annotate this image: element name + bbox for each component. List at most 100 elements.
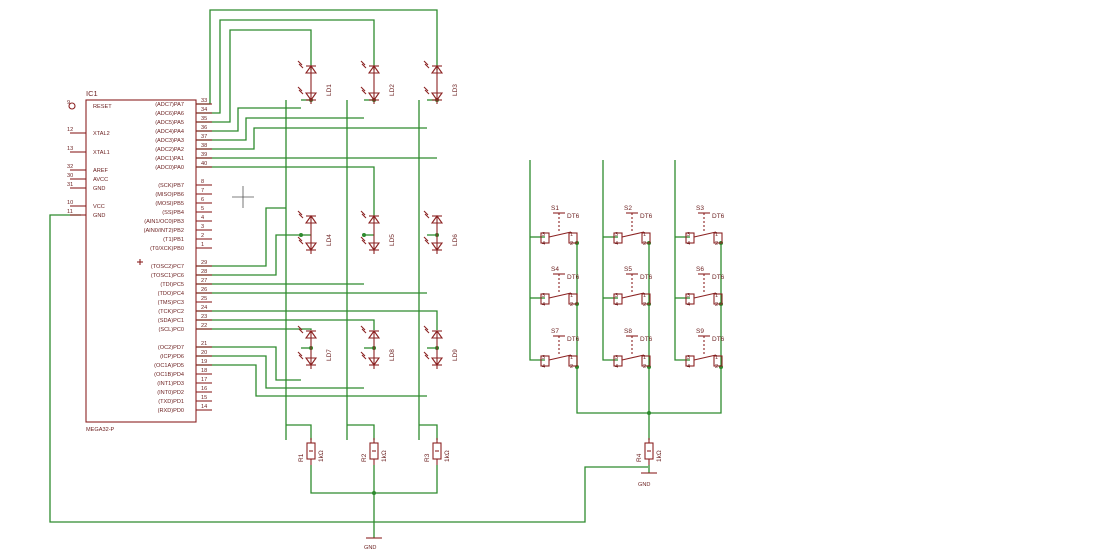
ic-pin-name: (ADC6)PA6: [155, 111, 184, 117]
ic-pin-name: (INT0)PD2: [157, 390, 184, 396]
ic-ref-label: IC1: [86, 89, 98, 98]
switch-ref-label: S5: [624, 266, 632, 273]
switch-pin-label: 2: [643, 302, 646, 308]
ic-pin-number: 12: [67, 127, 73, 133]
ic-pin-name: (ADC7)PA7: [155, 102, 184, 108]
led-label: LD8: [389, 349, 396, 361]
resistor-ref-label: R2: [361, 453, 368, 462]
ic-pin-number: 5: [201, 206, 204, 212]
switch-pin-label: 4: [542, 364, 545, 370]
ic-pin-number: 39: [201, 152, 207, 158]
ic-pin-name: (TMS)PC3: [158, 300, 184, 306]
ic-pin-name: (TDO)PC4: [158, 291, 184, 297]
ic-pin-name: (OC2)PD7: [158, 345, 184, 351]
ic-pin-name: XTAL1: [93, 150, 110, 156]
ic-pin-name: (SCL)PC0: [159, 327, 185, 333]
led-ld5: LD5: [360, 210, 396, 254]
led-label: LD1: [326, 84, 333, 96]
ic-pin-name: VCC: [93, 204, 105, 210]
ic-pin-number: 25: [201, 296, 207, 302]
switch-pin-label: 2: [715, 302, 718, 308]
ic-pin-number: 20: [201, 350, 207, 356]
led-ld9: LD9: [423, 325, 459, 369]
switch-pin-label: 4: [687, 364, 690, 370]
led-label: LD2: [389, 84, 396, 96]
switch-ref-label: S2: [624, 205, 632, 212]
ic-pin-number: 27: [201, 278, 207, 284]
switch-pin-label: 2: [715, 241, 718, 247]
ic-pin-name: XTAL2: [93, 131, 110, 137]
ic-pin-number: 31: [67, 182, 73, 188]
ic-pin-name: AREF: [93, 168, 109, 174]
ic-pin-number: 35: [201, 116, 207, 122]
switch-pin-label: 3: [615, 355, 618, 361]
switch-pin-label: 4: [615, 241, 618, 247]
switch-pin-label: 1: [715, 293, 718, 299]
ic-pin-name: (AIN1/OC0)PB3: [144, 219, 184, 225]
ic-pin-number: 15: [201, 395, 207, 401]
ic-pin-number: 8: [201, 179, 204, 185]
led-label: LD7: [326, 349, 333, 361]
ic-pin-number: 3: [201, 224, 204, 230]
switch-pin-label: 4: [615, 364, 618, 370]
ic-pin-number: 34: [201, 107, 207, 113]
ic-pin-number: 22: [201, 323, 207, 329]
ic-pin-number: 19: [201, 359, 207, 365]
ic-pin-name: (T1)PB1: [163, 237, 184, 243]
ic-pin-number: 30: [67, 173, 73, 179]
resistor-ref-label: R1: [298, 453, 305, 462]
switch-pin-label: 4: [542, 302, 545, 308]
switch-pin-label: 3: [542, 355, 545, 361]
switch-ref-label: S9: [696, 328, 704, 335]
ic-pin-name: (SS)PB4: [162, 210, 184, 216]
switch-pin-label: 3: [687, 293, 690, 299]
ic-right-pins: 33(ADC7)PA734(ADC6)PA635(ADC5)PA536(ADC4…: [144, 98, 212, 414]
switch-pin-label: 1: [643, 355, 646, 361]
ic-pin-number: 37: [201, 134, 207, 140]
ic-pin-name: (ADC3)PA3: [155, 138, 184, 144]
ic-pin-name: (ADC4)PA4: [155, 129, 184, 135]
switch-type-label: DT6: [640, 213, 653, 220]
resistor-ref-label: R3: [424, 453, 431, 462]
switch-ref-label: S1: [551, 205, 559, 212]
switch-type-label: DT6: [567, 274, 580, 281]
ic-pin-name: (ICP)PD6: [160, 354, 184, 360]
ic-pin-name: GND: [93, 213, 105, 219]
ic-pin-name: (TDI)PC5: [160, 282, 184, 288]
ic-pin-number: 36: [201, 125, 207, 131]
ic-pin-name: (MISO)PB6: [155, 192, 184, 198]
switch-pin-label: 4: [687, 302, 690, 308]
switch-type-label: DT6: [567, 213, 580, 220]
ic-pin-name: (T0/XCK)PB0: [150, 246, 184, 252]
ic-pin-number: 14: [201, 404, 207, 410]
switch-pin-label: 1: [643, 232, 646, 238]
switch-pin-label: 1: [715, 355, 718, 361]
led-ld6: LD6: [423, 210, 459, 254]
crosshair-cursor-icon: [232, 186, 254, 208]
ic-pin-number: 1: [201, 242, 204, 248]
ic-pin-number: 23: [201, 314, 207, 320]
ic-pin-name: (SDA)PC1: [158, 318, 184, 324]
switch-pin-label: 1: [570, 355, 573, 361]
ic-left-pins: 9RESET12XTAL213XTAL132AREF30AVCC31GND10V…: [67, 100, 112, 219]
switch-pin-label: 1: [715, 232, 718, 238]
ic-pin-name: (ADC0)PA0: [155, 165, 184, 171]
ic-pin-number: 21: [201, 341, 207, 347]
gnd-symbol-main: GND: [364, 537, 382, 551]
led-label: LD3: [452, 84, 459, 96]
ic-part-label: MEGA32-P: [86, 427, 115, 433]
switch-pin-label: 1: [570, 232, 573, 238]
ic-pin-name: AVCC: [93, 177, 108, 183]
led-label: LD9: [452, 349, 459, 361]
ic-mega32[interactable]: IC1 MEGA32-P 9RESET12XTAL213XTAL132AREF3…: [67, 89, 212, 433]
